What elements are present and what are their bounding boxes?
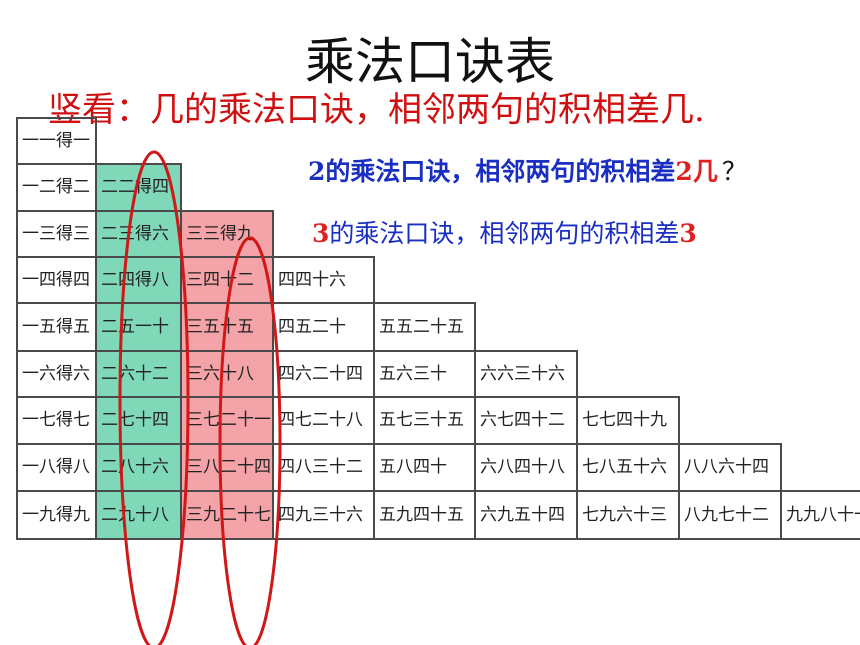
table-cell: 七八五十六: [576, 443, 680, 492]
table-cell: 九九八十一: [780, 490, 860, 540]
note2-number: 3: [312, 219, 330, 248]
table-cell: 二二得四: [95, 163, 182, 212]
table-cell: 四七二十八: [272, 396, 375, 445]
note2-answer-number: 3: [679, 219, 697, 248]
table-cell: 一九得九: [16, 490, 97, 540]
table-cell: 四四十六: [272, 256, 375, 304]
note1-number: 2: [308, 157, 326, 186]
table-cell: 二五一十: [95, 302, 182, 352]
table-cell: 四九三十六: [272, 490, 375, 540]
table-cell: 一八得八: [16, 443, 97, 492]
note-three-times-table: 3的乘法口诀，相邻两句的积相差3: [312, 214, 697, 250]
table-cell: 七七四十九: [576, 396, 680, 445]
note1-text: 的乘法口诀，相邻两句的积相差: [325, 157, 676, 186]
table-cell: 一二得二: [16, 163, 97, 212]
table-cell: 四六二十四: [272, 350, 375, 398]
note-two-times-table: 2的乘法口诀，相邻两句的积相差2几？: [308, 152, 747, 188]
table-cell: 一七得七: [16, 396, 97, 445]
note2-text: 的乘法口诀，相邻两句的积相差: [329, 219, 680, 248]
table-cell: 一三得三: [16, 210, 97, 258]
table-cell: 八八六十四: [678, 443, 782, 492]
table-cell: 八九七十二: [678, 490, 782, 540]
table-cell: 二六十二: [95, 350, 182, 398]
table-cell: 五八四十: [373, 443, 476, 492]
table-cell: 一一得一: [16, 117, 97, 165]
table-cell: 六八四十八: [474, 443, 578, 492]
table-cell: 七九六十三: [576, 490, 680, 540]
table-cell: 五七三十五: [373, 396, 476, 445]
note1-question-mark: ？: [721, 157, 747, 186]
subtitle: 竖看：几的乘法口诀，相邻两句的积相差几.: [48, 90, 705, 130]
table-cell: 二四得八: [95, 256, 182, 304]
table-cell: 三五十五: [180, 302, 274, 352]
table-cell: 五六三十: [373, 350, 476, 398]
table-cell: 二九十八: [95, 490, 182, 540]
table-cell: 二三得六: [95, 210, 182, 258]
table-cell: 一五得五: [16, 302, 97, 352]
table-cell: 六九五十四: [474, 490, 578, 540]
table-cell: 二七十四: [95, 396, 182, 445]
table-cell: 六六三十六: [474, 350, 578, 398]
table-cell: 三六十八: [180, 350, 274, 398]
table-cell: 三三得九: [180, 210, 274, 258]
table-cell: 三七二十一: [180, 396, 274, 445]
table-cell: 三九二十七: [180, 490, 274, 540]
table-cell: 三四十二: [180, 256, 274, 304]
table-cell: 一六得六: [16, 350, 97, 398]
table-cell: 六七四十二: [474, 396, 578, 445]
note1-answer-number: 2: [675, 157, 693, 186]
page-title: 乘法口诀表: [305, 33, 555, 91]
table-cell: 一四得四: [16, 256, 97, 304]
table-cell: 三八二十四: [180, 443, 274, 492]
table-cell: 五五二十五: [373, 302, 476, 352]
note1-answer-char: 几: [692, 157, 718, 186]
table-cell: 四五二十: [272, 302, 375, 352]
table-cell: 五九四十五: [373, 490, 476, 540]
table-cell: 二八十六: [95, 443, 182, 492]
table-cell: 四八三十二: [272, 443, 375, 492]
